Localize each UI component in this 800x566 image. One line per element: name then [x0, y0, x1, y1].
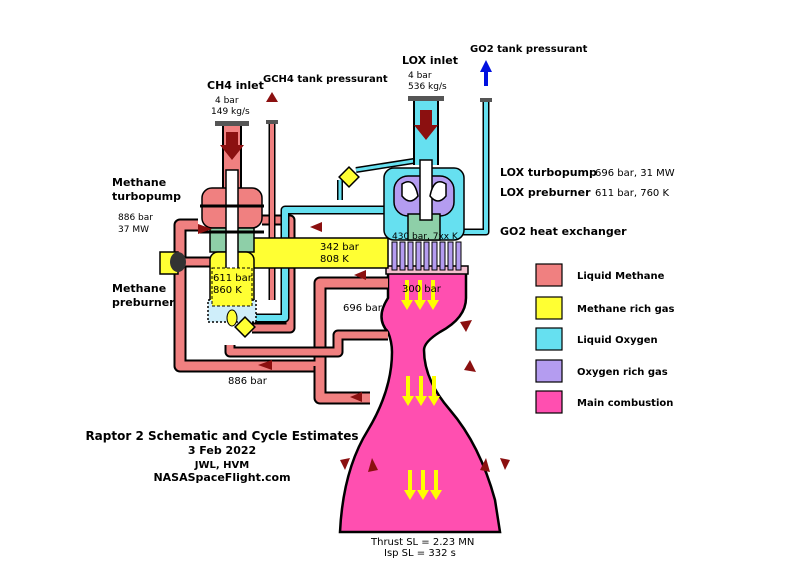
legend-label: Oxygen rich gas — [577, 367, 668, 378]
go2-tank-label: GO2 tank pressurant — [470, 44, 588, 55]
lox-inlet-flow: 536 kg/s — [408, 82, 447, 92]
lox-inlet-flange — [408, 96, 444, 101]
legend-swatch — [535, 263, 563, 287]
legend-item-oxygen-rich-gas: Oxygen rich gas — [535, 359, 668, 383]
methane-turbopump-pressure: 886 bar — [118, 213, 153, 223]
credits-title: Raptor 2 Schematic and Cycle Estimates — [85, 429, 358, 443]
ch4-inlet-flange — [215, 121, 249, 126]
methane-valve — [159, 251, 186, 275]
legend-item-liquid-methane: Liquid Methane — [535, 263, 665, 287]
methane-preburner-label-2: preburner — [112, 296, 175, 309]
legend-label: Liquid Oxygen — [577, 335, 658, 346]
legend-label: Methane rich gas — [577, 304, 675, 315]
lox-turbopump — [383, 159, 465, 241]
chamber-pressure: 300 bar — [402, 284, 442, 295]
legend-item-main-combustion: Main combustion — [535, 390, 673, 414]
lox-turbopump-label: LOX turbopump — [500, 166, 597, 179]
methane-rich-gas-pressure: 342 bar — [320, 242, 360, 253]
go2-flange — [480, 98, 492, 102]
lox-inlet-pressure: 4 bar — [408, 71, 432, 81]
credits-site: NASASpaceFlight.com — [153, 471, 290, 484]
legend-label: Liquid Methane — [577, 271, 665, 282]
methane-turbopump-power: 37 MW — [118, 225, 149, 235]
methane-injector-valve — [226, 309, 238, 327]
methane-rich-gas-temp: 808 K — [320, 254, 349, 265]
ox-preburner-out-label: 430 bar, 7xx K — [392, 232, 459, 242]
methane-preburner-pressure: 611 bar — [213, 273, 253, 284]
thrust-label: Thrust SL = 2.23 MN — [370, 537, 474, 548]
lox-valve-2 — [234, 316, 256, 338]
credits-date: 3 Feb 2022 — [188, 444, 256, 457]
legend-item-liquid-oxygen: Liquid Oxygen — [535, 327, 658, 351]
lox-turbopump-value: 696 bar, 31 MW — [595, 168, 675, 179]
lox-inlet-label: LOX inlet — [402, 54, 458, 67]
legend: Liquid Methane Methane rich gas Liquid O… — [535, 263, 675, 414]
methane-turbopump-label-1: Methane — [112, 176, 166, 189]
methane-preburner-label-1: Methane — [112, 282, 166, 295]
go2-heat-exchanger-label: GO2 heat exchanger — [500, 225, 627, 238]
legend-swatch — [535, 359, 563, 383]
methane-preburner — [211, 267, 253, 307]
ch4-inlet-pressure: 4 bar — [215, 96, 239, 106]
flow-arrows-methane — [198, 92, 510, 472]
legend-label: Main combustion — [577, 398, 673, 409]
ch4-inlet-flow: 149 kg/s — [211, 107, 250, 117]
injector-elements — [391, 241, 462, 271]
methane-preburner-temp: 860 K — [213, 285, 242, 296]
flow-arrows-combustion — [401, 280, 442, 500]
flow-arrow-go2 — [480, 60, 492, 86]
gch4-flange — [266, 120, 278, 124]
methane-turbopump-label-2: turbopump — [112, 190, 181, 203]
lox-preburner-value: 611 bar, 760 K — [595, 188, 669, 199]
isp-label: Isp SL = 332 s — [384, 548, 456, 559]
legend-item-methane-rich-gas: Methane rich gas — [535, 296, 675, 320]
gch4-tank-label: GCH4 tank pressurant — [263, 74, 388, 85]
fuel-line-pressure: 886 bar — [228, 376, 268, 387]
legend-swatch — [535, 296, 563, 320]
legend-swatch — [535, 327, 563, 351]
credits-authors: JWL, HVM — [194, 460, 250, 471]
ch4-inlet-label: CH4 inlet — [207, 79, 264, 92]
legend-swatch — [535, 390, 563, 414]
lox-preburner-label: LOX preburner — [500, 186, 591, 199]
lox-line-pressure: 696 bar — [343, 303, 383, 314]
lox-valve-1 — [338, 166, 360, 188]
methane-rich-gas-duct — [241, 237, 389, 269]
